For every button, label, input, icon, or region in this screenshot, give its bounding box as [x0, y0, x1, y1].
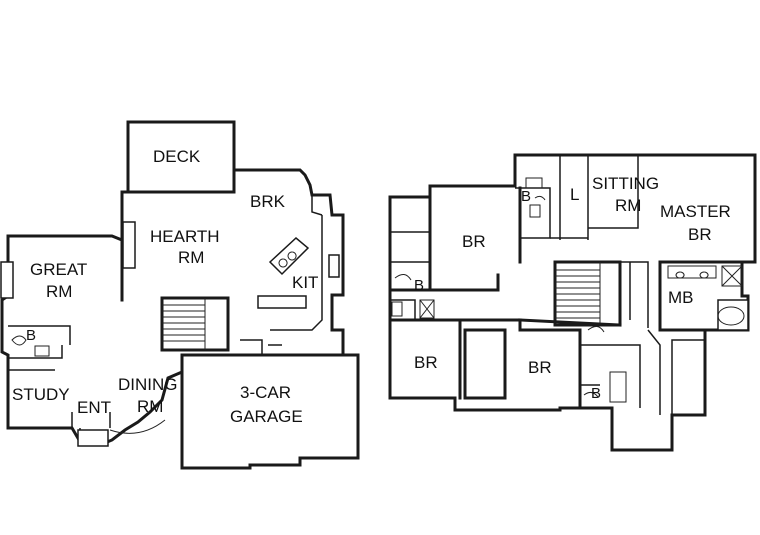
kitchen-island	[268, 237, 310, 276]
master-closet-x	[721, 265, 743, 287]
master-vanity	[667, 265, 717, 279]
fireplace-great	[0, 261, 14, 299]
label-garage-2: GARAGE	[230, 407, 303, 426]
first-stair-outline	[160, 296, 230, 352]
master-walls	[658, 260, 744, 332]
laundry-walls	[550, 155, 589, 240]
sitting-walls	[588, 155, 639, 229]
dining-arch	[109, 419, 166, 434]
label-garage-1: 3-CAR	[240, 383, 291, 402]
label-master-bath: MB	[668, 288, 694, 307]
br-lower-right-walls	[518, 318, 622, 410]
label-great-rm-1: GREAT	[30, 260, 87, 279]
label-bath-3: B	[591, 385, 601, 402]
kitchen-counter	[257, 295, 307, 309]
master-tub-basin	[717, 306, 745, 326]
first-bath-fixtures	[11, 335, 50, 357]
kitchen-sink	[328, 254, 340, 278]
pantry-wall	[240, 339, 282, 355]
label-sitting-rm-1: SITTING	[592, 174, 659, 193]
label-study: STUDY	[12, 385, 70, 404]
first-bath-wall	[8, 325, 71, 359]
entry-porch	[77, 429, 109, 447]
second-floor-plan	[388, 153, 757, 452]
label-first-bath: B	[26, 327, 36, 344]
label-master-br-2: BR	[688, 225, 712, 244]
br-upper-walls	[428, 186, 522, 292]
label-deck: DECK	[153, 147, 201, 166]
label-sitting-rm-2: RM	[615, 196, 641, 215]
breakfast-bay	[311, 195, 323, 216]
bath-upper-fixtures	[525, 177, 546, 218]
bath-lower-fixtures	[583, 326, 627, 403]
label-bedroom-1: BR	[462, 232, 486, 251]
hall-open-walls	[458, 318, 522, 400]
first-stair-treads	[162, 298, 206, 350]
label-breakfast: BRK	[250, 192, 286, 211]
label-kitchen: KIT	[292, 273, 318, 292]
fireplace-hearth	[122, 221, 136, 269]
kitchen-counter-right	[270, 215, 323, 331]
first-floor-plan	[0, 120, 360, 470]
label-bedroom-3: BR	[528, 358, 552, 377]
label-laundry: L	[570, 185, 579, 204]
study-wall	[7, 369, 55, 428]
first-floor-outer-wall	[0, 168, 345, 447]
stair-rail	[620, 261, 649, 328]
second-stair-treads	[555, 262, 601, 325]
label-great-rm-2: RM	[46, 282, 72, 301]
label-bedroom-2: BR	[414, 353, 438, 372]
bath-left-walls	[390, 231, 430, 320]
bath-left-fixtures	[391, 274, 435, 319]
label-dining-rm-1: DINING	[118, 375, 178, 394]
label-dining-rm-2: RM	[137, 397, 163, 416]
label-entry: ENT	[77, 398, 111, 417]
label-hearth-rm-1: HEARTH	[150, 227, 220, 246]
bath-lower-walls	[580, 344, 641, 408]
master-closet-walls	[629, 262, 705, 415]
label-hearth-rm-2: RM	[178, 248, 204, 267]
garage-walls	[180, 353, 360, 470]
label-bath-1: B	[521, 188, 531, 205]
label-bath-2: B	[414, 277, 424, 294]
cooktop-burners	[278, 251, 297, 268]
label-master-br-1: MASTER	[660, 202, 731, 221]
